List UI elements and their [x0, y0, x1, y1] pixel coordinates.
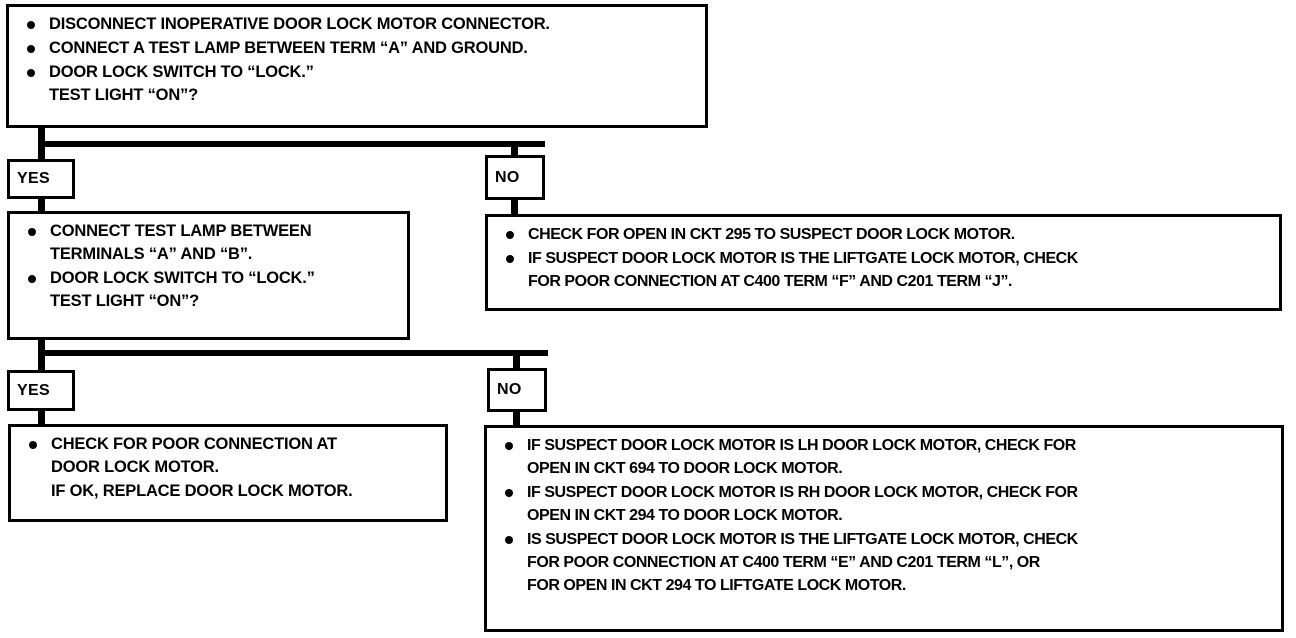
bullet-icon — [505, 489, 513, 497]
list-item: IF SUSPECT DOOR LOCK MOTOR IS RH DOOR LO… — [497, 481, 1271, 527]
connector-branch-bar-1 — [38, 141, 545, 147]
bullet-icon — [28, 228, 36, 236]
connector-down-from-step2 — [38, 338, 45, 356]
bullet-icon — [506, 255, 514, 263]
decision-tag-label: NO — [497, 381, 522, 398]
instruction-line: CONNECT A TEST LAMP BETWEEN TERM “A” AND… — [49, 39, 528, 57]
poor-connection-result-content: CHECK FOR POOR CONNECTION AT DOOR LOCK M… — [11, 427, 445, 508]
instruction-line: OPEN IN CKT 694 TO DOOR LOCK MOTOR. — [527, 460, 843, 477]
decision-tag-label: YES — [17, 170, 50, 187]
connector-yes2-to-result — [38, 409, 45, 426]
list-item: CONNECT A TEST LAMP BETWEEN TERM “A” AND… — [19, 37, 695, 60]
bullet-icon — [505, 442, 513, 450]
list-item: DOOR LOCK SWITCH TO “LOCK.” TEST LIGHT “… — [19, 61, 695, 107]
instruction-line: IF SUSPECT DOOR LOCK MOTOR IS THE LIFTGA… — [528, 250, 1078, 267]
ckt-694-294-result-content: IF SUSPECT DOOR LOCK MOTOR IS LH DOOR LO… — [487, 428, 1281, 602]
connector-down-from-step1 — [38, 126, 45, 146]
decision-tag-yes-1[interactable]: YES — [7, 159, 75, 199]
instruction-line: DOOR LOCK SWITCH TO “LOCK.” — [49, 63, 314, 81]
connector-to-yes2 — [38, 350, 45, 372]
poor-connection-result-box: CHECK FOR POOR CONNECTION AT DOOR LOCK M… — [8, 424, 448, 522]
initial-test-list: DISCONNECT INOPERATIVE DOOR LOCK MOTOR C… — [19, 13, 695, 107]
instruction-line: CHECK FOR POOR CONNECTION AT — [51, 435, 337, 453]
initial-test-box: DISCONNECT INOPERATIVE DOOR LOCK MOTOR C… — [6, 4, 708, 128]
connector-to-yes1 — [38, 141, 45, 163]
second-test-list: CONNECT TEST LAMP BETWEEN TERMINALS “A” … — [20, 220, 397, 313]
second-test-box: CONNECT TEST LAMP BETWEEN TERMINALS “A” … — [7, 211, 410, 340]
bullet-icon — [29, 441, 37, 449]
bullet-icon — [505, 536, 513, 544]
bullet-icon — [27, 21, 35, 29]
bullet-icon — [506, 231, 514, 239]
connector-yes1-to-step2 — [38, 197, 45, 213]
ckt-694-294-result-list: IF SUSPECT DOOR LOCK MOTOR IS LH DOOR LO… — [497, 434, 1271, 597]
bullet-icon — [27, 45, 35, 53]
decision-tag-no-1[interactable]: NO — [485, 155, 545, 200]
instruction-line: FOR POOR CONNECTION AT C400 TERM “F” AND… — [528, 273, 1013, 290]
list-item: CHECK FOR OPEN IN CKT 295 TO SUSPECT DOO… — [498, 223, 1269, 246]
instruction-line: FOR POOR CONNECTION AT C400 TERM “E” AND… — [527, 554, 1040, 571]
connector-no1-to-result — [511, 198, 518, 216]
instruction-line: DOOR LOCK MOTOR. — [51, 458, 219, 476]
connector-to-no2 — [513, 350, 520, 370]
instruction-line: IS SUSPECT DOOR LOCK MOTOR IS THE LIFTGA… — [527, 531, 1078, 548]
list-item: IF OK, REPLACE DOOR LOCK MOTOR. — [21, 480, 435, 503]
instruction-line: DISCONNECT INOPERATIVE DOOR LOCK MOTOR C… — [49, 15, 550, 33]
bullet-icon — [28, 275, 36, 283]
initial-test-box-content: DISCONNECT INOPERATIVE DOOR LOCK MOTOR C… — [9, 7, 705, 112]
list-item: CHECK FOR POOR CONNECTION AT DOOR LOCK M… — [21, 433, 435, 479]
ckt-295-result-box: CHECK FOR OPEN IN CKT 295 TO SUSPECT DOO… — [485, 214, 1282, 311]
connector-branch-bar-2 — [38, 350, 548, 356]
instruction-line: IF SUSPECT DOOR LOCK MOTOR IS LH DOOR LO… — [527, 437, 1076, 454]
decision-tag-label: NO — [495, 168, 520, 186]
instruction-line: FOR OPEN IN CKT 294 TO LIFTGATE LOCK MOT… — [527, 577, 906, 594]
poor-connection-result-list: CHECK FOR POOR CONNECTION AT DOOR LOCK M… — [21, 433, 435, 503]
list-item: DISCONNECT INOPERATIVE DOOR LOCK MOTOR C… — [19, 13, 695, 36]
second-test-box-content: CONNECT TEST LAMP BETWEEN TERMINALS “A” … — [10, 214, 407, 318]
instruction-line: CONNECT TEST LAMP BETWEEN — [50, 222, 312, 240]
list-item: DOOR LOCK SWITCH TO “LOCK.” TEST LIGHT “… — [20, 267, 397, 313]
decision-tag-no-2[interactable]: NO — [487, 368, 547, 412]
ckt-694-294-result-box: IF SUSPECT DOOR LOCK MOTOR IS LH DOOR LO… — [484, 425, 1284, 632]
instruction-line: CHECK FOR OPEN IN CKT 295 TO SUSPECT DOO… — [528, 226, 1015, 243]
decision-tag-label: YES — [17, 381, 50, 399]
list-item: IF SUSPECT DOOR LOCK MOTOR IS THE LIFTGA… — [498, 247, 1269, 293]
connector-no2-to-result — [513, 410, 520, 427]
instruction-line: TERMINALS “A” AND “B”. — [50, 245, 253, 263]
instruction-line: TEST LIGHT “ON”? — [50, 292, 199, 310]
instruction-line: TEST LIGHT “ON”? — [49, 86, 198, 104]
list-item: CONNECT TEST LAMP BETWEEN TERMINALS “A” … — [20, 220, 397, 266]
instruction-line: IF SUSPECT DOOR LOCK MOTOR IS RH DOOR LO… — [527, 484, 1078, 501]
instruction-line: IF OK, REPLACE DOOR LOCK MOTOR. — [51, 482, 353, 500]
decision-tag-yes-2[interactable]: YES — [7, 370, 75, 411]
connector-to-no1 — [511, 141, 518, 155]
instruction-line: OPEN IN CKT 294 TO DOOR LOCK MOTOR. — [527, 507, 843, 524]
instruction-line: DOOR LOCK SWITCH TO “LOCK.” — [50, 269, 315, 287]
ckt-295-result-content: CHECK FOR OPEN IN CKT 295 TO SUSPECT DOO… — [488, 217, 1279, 298]
ckt-295-result-list: CHECK FOR OPEN IN CKT 295 TO SUSPECT DOO… — [498, 223, 1269, 293]
list-item: IS SUSPECT DOOR LOCK MOTOR IS THE LIFTGA… — [497, 528, 1271, 597]
list-item: IF SUSPECT DOOR LOCK MOTOR IS LH DOOR LO… — [497, 434, 1271, 480]
bullet-icon — [27, 69, 35, 77]
